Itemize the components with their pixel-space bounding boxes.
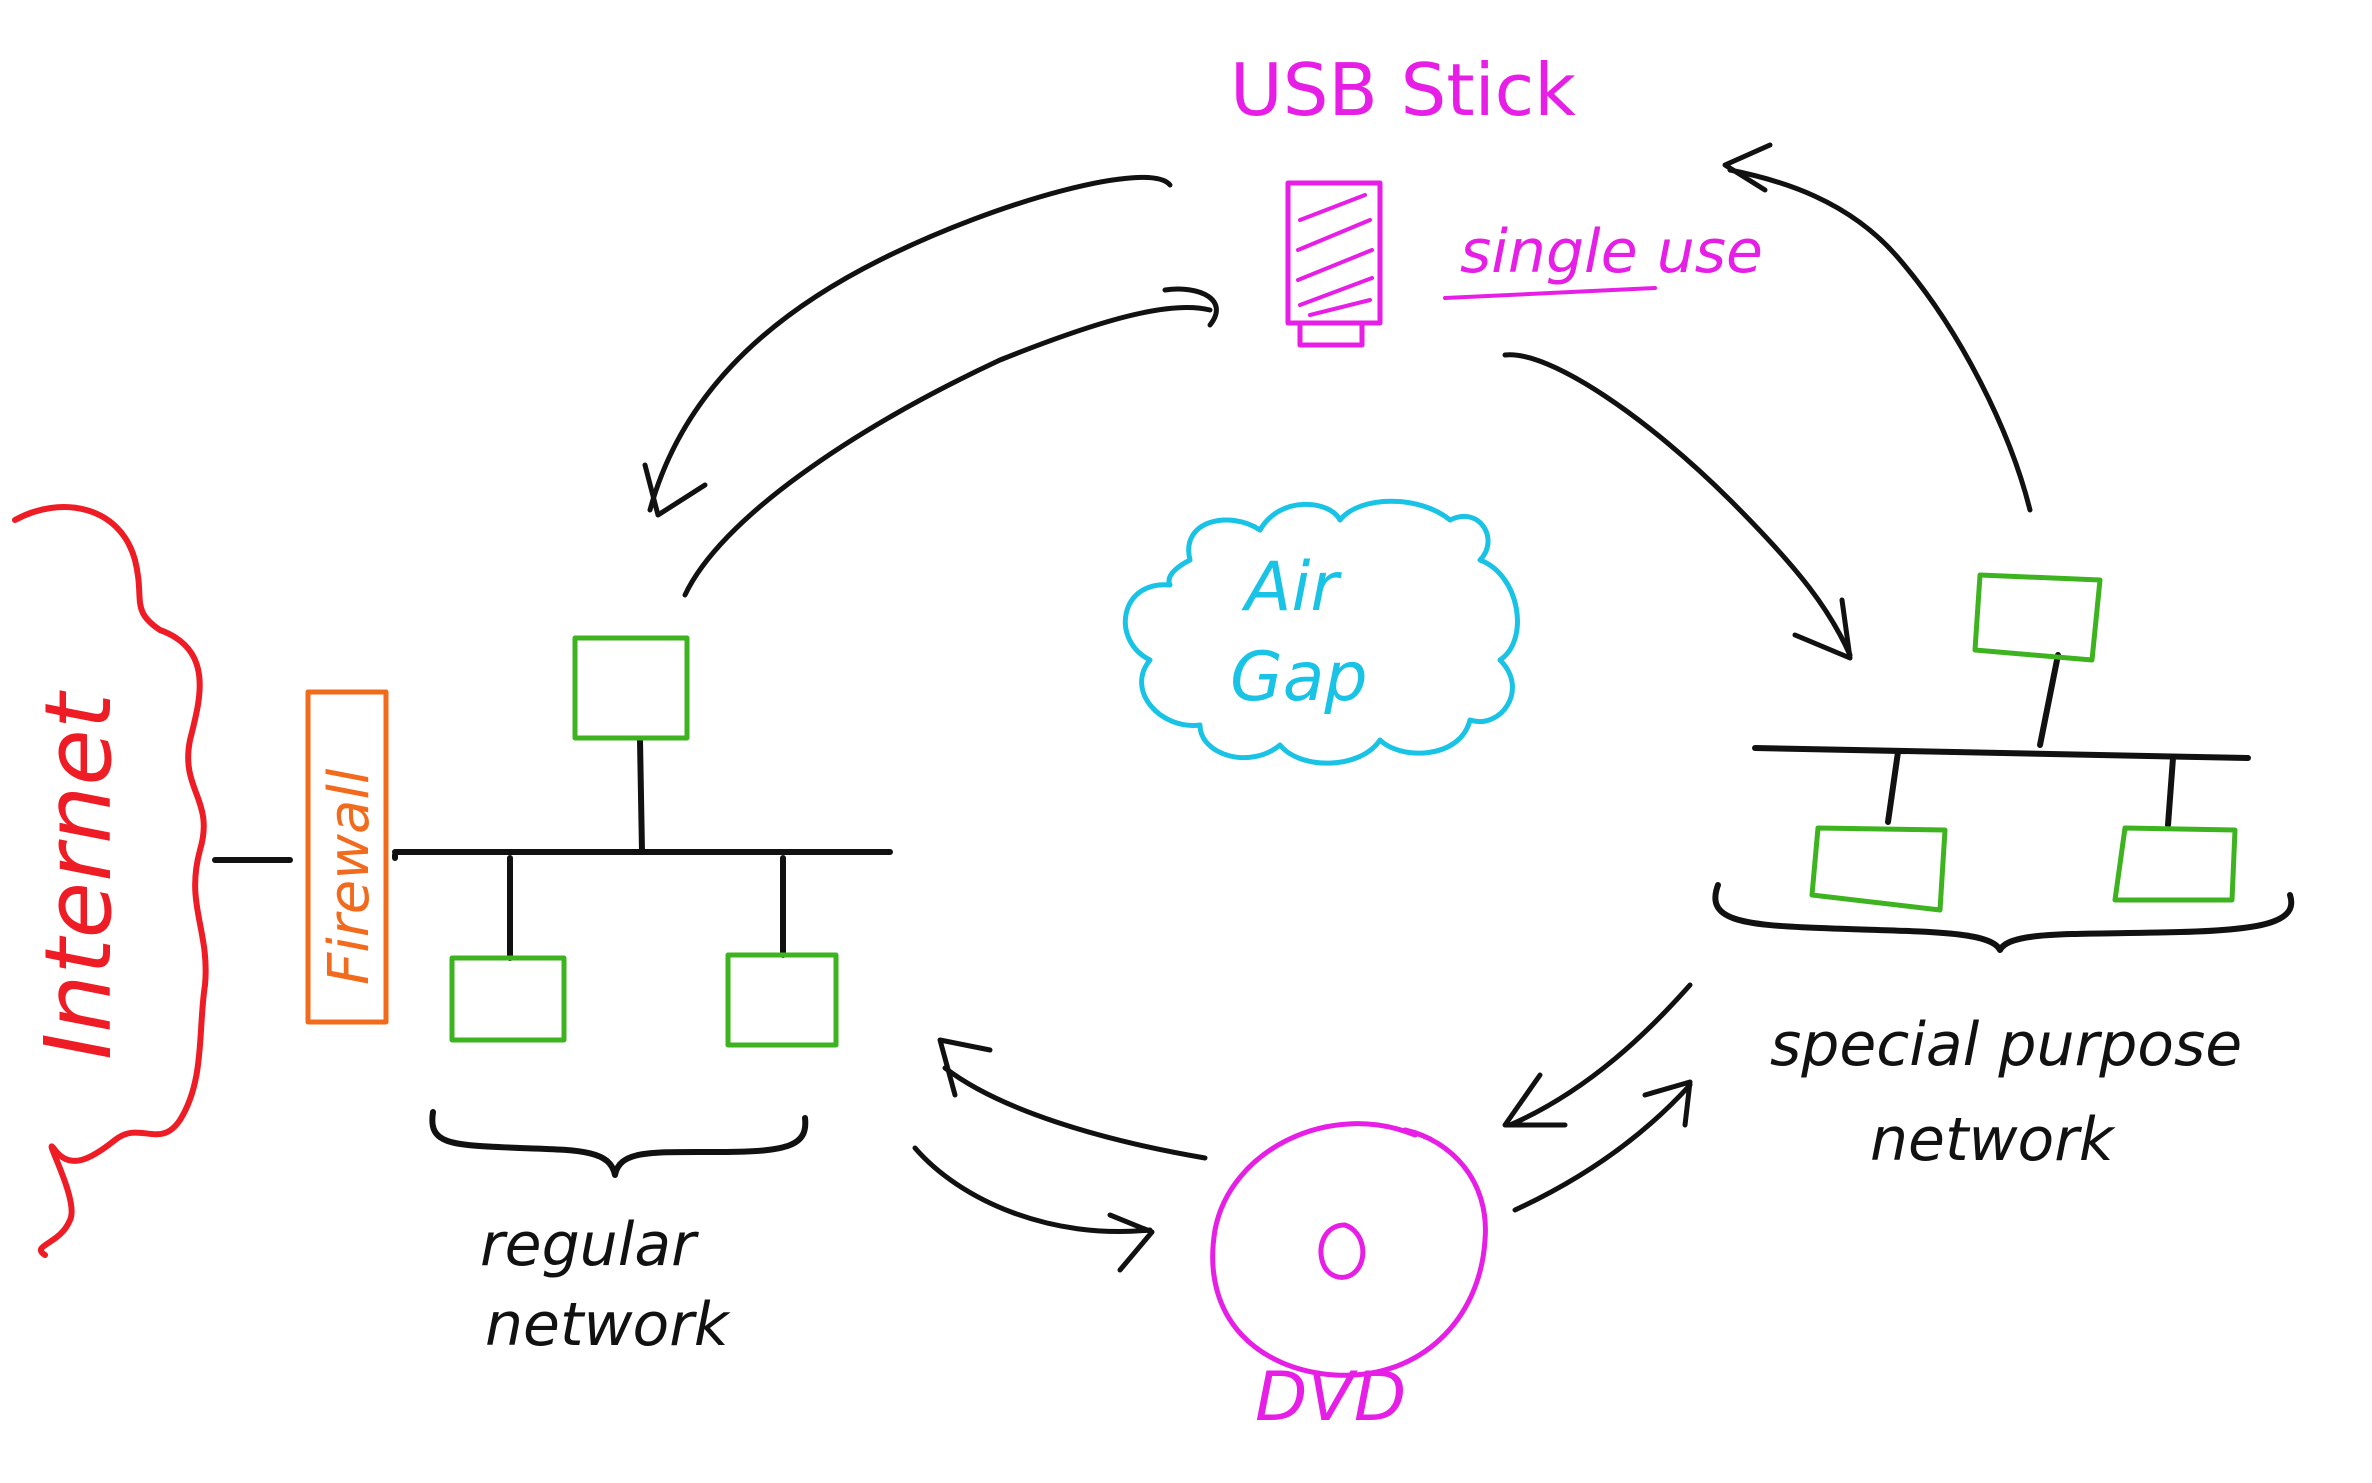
- firewall: Firewall: [305, 689, 389, 1025]
- regular-network-label-2: network: [485, 1290, 731, 1360]
- arrow-usb-to-special: [1502, 352, 1853, 658]
- arrow-special-to-usb-head: [1722, 142, 1773, 193]
- usb-stick-hatching: [1296, 193, 1374, 317]
- special-purpose-network: special purpose network: [1712, 572, 2295, 1175]
- regular-node-right: [725, 952, 839, 1048]
- air-gap-label-1: Air: [1241, 548, 1342, 627]
- arrow-dvd-to-special-head: [1642, 1079, 1693, 1128]
- arrow-regular-to-usb: [682, 305, 1213, 598]
- usb-stick-label: USB Stick: [1230, 48, 1576, 132]
- dvd-disc: [1210, 1121, 1488, 1378]
- air-gap-cloud: Air Gap: [1122, 498, 1520, 766]
- arrow-dvd-to-regular-head: [937, 1037, 993, 1098]
- internet-cloud: Internet: [12, 504, 209, 1258]
- arrow-special-to-usb: [1727, 167, 2033, 513]
- dvd-label: DVD: [1255, 1358, 1406, 1437]
- regular-network-brace: [429, 1109, 809, 1178]
- arrow-regular-to-usb-head: [1162, 286, 1219, 328]
- single-use-underline: [1443, 286, 1657, 300]
- firewall-box: [305, 689, 389, 1025]
- arrow-special-to-dvd: [1507, 982, 1693, 1128]
- regular-network-label-1: regular: [480, 1210, 699, 1280]
- single-use-label: single use: [1460, 217, 1763, 287]
- usb-stick: USB Stick single use: [1230, 48, 1763, 348]
- arrow-usb-to-regular: [647, 174, 1173, 513]
- special-node-top: [1972, 572, 2103, 663]
- special-node-left: [1809, 825, 1948, 913]
- arrow-special-to-dvd-head: [1502, 1072, 1568, 1128]
- arrow-usb-to-regular-head: [642, 462, 708, 518]
- arrow-dvd-to-special: [1512, 1082, 1693, 1213]
- arrow-regular-to-dvd: [912, 1145, 1153, 1235]
- internet-label: Internet: [25, 690, 132, 1060]
- flow-arrows: [642, 142, 2033, 1273]
- arrow-usb-to-special-head: [1792, 597, 1853, 661]
- usb-stick-connector: [1297, 320, 1365, 348]
- arrow-regular-to-dvd-head: [1107, 1212, 1155, 1273]
- regular-node-top: [572, 635, 690, 741]
- special-network-label-1: special purpose: [1770, 1010, 2242, 1080]
- arrow-dvd-to-regular: [942, 1065, 1208, 1161]
- firewall-label: Firewall: [317, 768, 382, 985]
- dvd-hole: [1318, 1222, 1366, 1280]
- special-node-right: [2112, 825, 2238, 903]
- air-gap-label-2: Gap: [1230, 638, 1368, 717]
- regular-node-left: [449, 955, 567, 1043]
- regular-network: regular network: [392, 635, 893, 1360]
- special-network-label-2: network: [1870, 1105, 2116, 1175]
- special-network-brace: [1712, 882, 2295, 953]
- special-network-bus: [1752, 745, 2251, 761]
- dvd: DVD: [1210, 1121, 1488, 1437]
